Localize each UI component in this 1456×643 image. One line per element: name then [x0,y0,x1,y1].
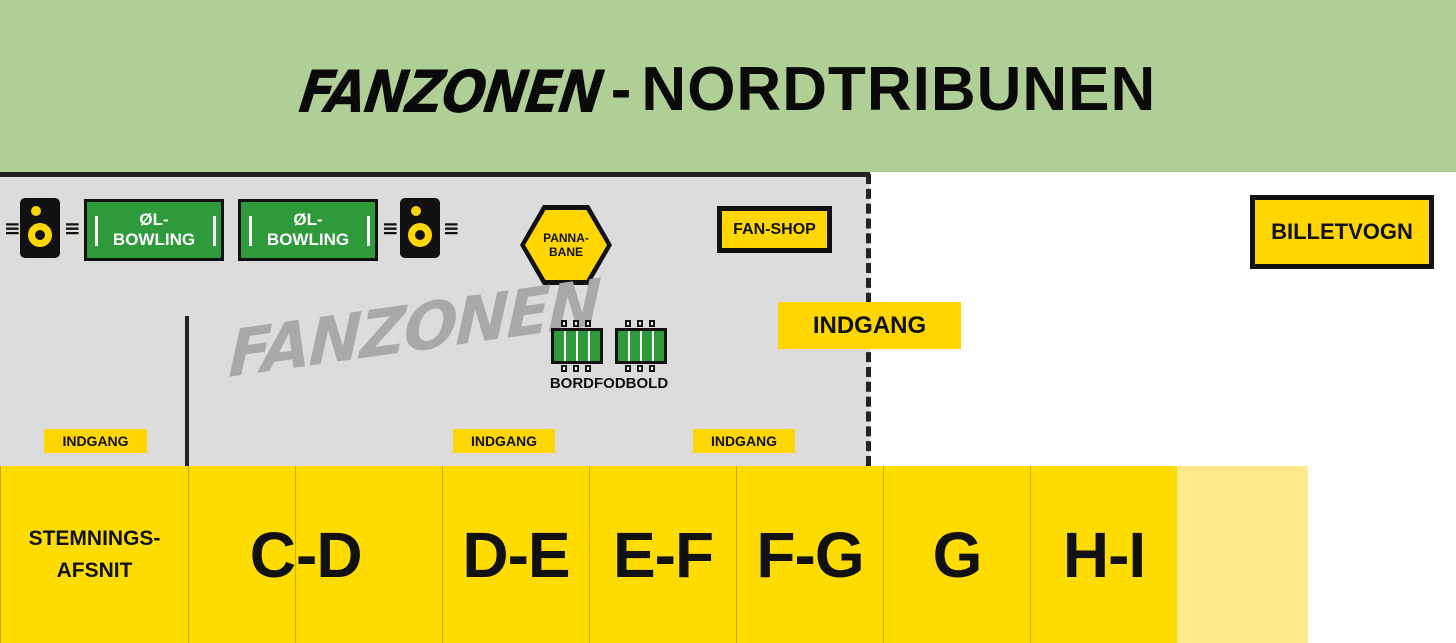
beer-bowling-label: ØL- BOWLING [266,210,350,249]
sound-waves-icon: ≡ [64,216,81,240]
sound-waves-icon: ≡ [382,216,399,240]
foosball-table-icon [615,320,667,372]
title-brush-text: FANZONEN [294,59,606,127]
section-f-g: F-G [736,466,883,643]
beer-bowling-label: ØL- BOWLING [112,210,196,249]
section-label: C [249,518,296,591]
section-label: F-G [756,518,864,591]
section-label: G [932,518,983,591]
panna-court: PANNA- BANE [525,210,607,280]
title-main-text: NORDTRIBUNEN [641,55,1157,124]
section-label: STEMNINGS- AFSNIT [28,526,161,582]
section-unlabeled [1177,466,1308,643]
ticket-wagon-label: BILLETVOGN [1250,195,1434,269]
section-h-i: H-I [1030,466,1177,643]
section-c-d-right: -D [295,466,442,643]
sound-waves-icon: ≡ [443,216,460,240]
sound-waves-icon: ≡ [4,216,21,240]
entrance-label-left: INDGANG [44,429,147,453]
entrance-label-right: INDGANG [693,429,795,453]
section-label: -D [296,518,363,591]
panna-label: PANNA- BANE [543,231,589,259]
beer-bowling-area-right: ØL- BOWLING [238,199,378,261]
fan-shop-label: FAN-SHOP [717,206,832,253]
entrance-label-middle: INDGANG [453,429,555,453]
section-stemningsafsnit: STEMNINGS- AFSNIT [0,466,188,643]
section-g: G [883,466,1030,643]
header-banner [0,0,1456,172]
section-label: E-F [612,518,714,591]
speaker-icon [400,198,440,258]
page-title: FANZONEN-NORDTRIBUNEN [0,52,1456,131]
fanzone-divider-line [185,316,189,466]
foosball-table-icon [551,320,603,372]
section-d-e: D-E [442,466,589,643]
table-football-label: BORDFODBOLD [549,375,669,392]
beer-bowling-area-left: ØL- BOWLING [84,199,224,261]
main-entrance-label: INDGANG [778,302,961,349]
title-separator: - [610,55,632,124]
speaker-icon [20,198,60,258]
section-c-d-left: C [188,466,296,643]
section-label: D-E [462,518,570,591]
section-e-f: E-F [589,466,736,643]
section-label: H-I [1062,518,1146,591]
